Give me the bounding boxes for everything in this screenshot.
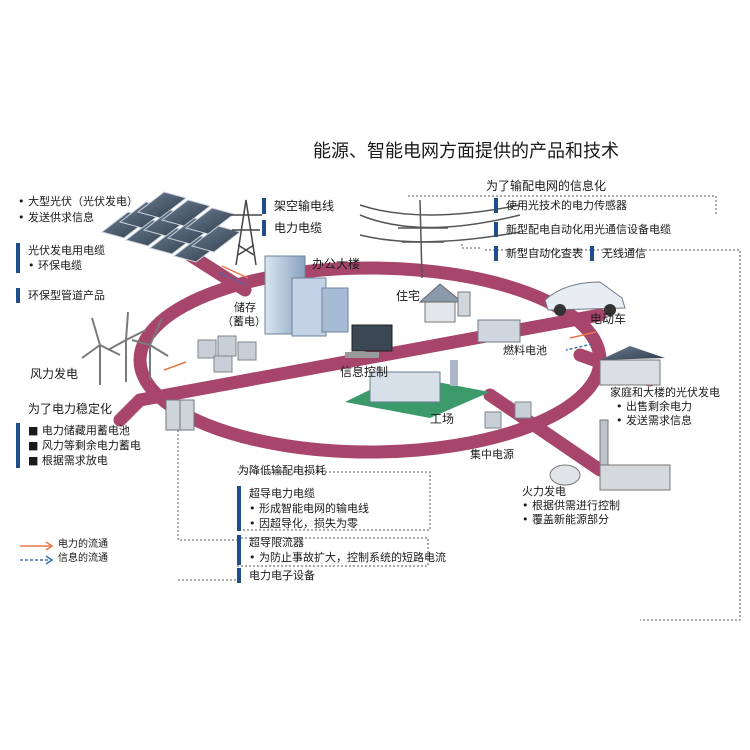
sc-cable-item-2: • 因超导化，损失为零 bbox=[249, 517, 358, 530]
electric-car bbox=[544, 281, 626, 316]
info-dist-item-3a: 新型自动化查表 bbox=[494, 246, 583, 261]
power-cable-item: 电力电缆 bbox=[262, 220, 322, 236]
office-buildings bbox=[264, 255, 349, 337]
info-control-label: 信息控制 bbox=[340, 365, 389, 379]
wind-label: 风力发电 bbox=[30, 367, 79, 381]
fuel-cell-label: 燃料电池 bbox=[503, 344, 547, 357]
thermal-item-2: • 覆盖新能源部分 bbox=[522, 513, 609, 526]
central-power-label: 集中电源 bbox=[470, 448, 514, 461]
transmission-tower bbox=[230, 199, 262, 266]
storage-tanks bbox=[197, 335, 257, 373]
battery-cabinets bbox=[165, 399, 195, 431]
household-pv-title: 家庭和大楼的光伏发电 bbox=[610, 386, 720, 399]
sc-cable-title: 超导电力电缆 bbox=[249, 487, 315, 500]
loss-title: 为降低输配电损耗 bbox=[238, 464, 326, 477]
storage-label-1: 储存 bbox=[234, 301, 256, 314]
storage-label-2: （蓄电） bbox=[222, 315, 266, 328]
info-dist-item-2: 新型配电自动化用光通信设备电缆 bbox=[494, 222, 671, 237]
limiter-box: 超导限流器 • 为防止事故扩大，控制系统的短路电流 bbox=[237, 535, 446, 565]
stability-title: 为了电力稳定化 bbox=[28, 402, 113, 416]
solar-farm bbox=[100, 191, 242, 263]
solar-line-1: • 大型光伏（光伏发电） bbox=[18, 195, 138, 208]
factory bbox=[345, 360, 490, 418]
ev-label: 电动车 bbox=[590, 312, 627, 326]
household-pv-item-1: • 出售剩余电力 bbox=[616, 400, 692, 413]
factory-label: 工场 bbox=[430, 412, 455, 426]
pv-cables-sub: • 环保电缆 bbox=[28, 259, 82, 272]
thermal-title: 火力发电 bbox=[522, 485, 566, 498]
stability-list: ■ 电力储藏用蓄电池 ■ 风力等剩余电力蓄电 ■ 根据需求放电 bbox=[16, 423, 141, 468]
thermal-plant bbox=[549, 419, 671, 491]
overhead-line-item: 架空输电线 bbox=[262, 198, 334, 214]
solar-line-2: • 发送供求信息 bbox=[18, 211, 94, 224]
homes-with-pv bbox=[599, 346, 665, 386]
stability-item-1: ■ 电力储藏用蓄电池 bbox=[28, 424, 130, 437]
legend-arrows bbox=[20, 541, 54, 565]
pv-cables-box: 光伏发电用电缆 • 环保电缆 bbox=[16, 243, 105, 273]
pv-cables-title: 光伏发电用电缆 bbox=[28, 244, 105, 257]
stability-item-3: ■ 根据需求放电 bbox=[28, 454, 108, 467]
info-dist-title: 为了输配电网的信息化 bbox=[486, 179, 607, 193]
wind-turbines bbox=[81, 311, 169, 385]
sc-cable-box: 超导电力电缆 • 形成智能电网的输电线 • 因超导化，损失为零 bbox=[237, 486, 369, 531]
power-electronics-item: 电力电子设备 bbox=[237, 568, 315, 583]
household-pv-item-2: • 发送需求信息 bbox=[616, 414, 692, 427]
thermal-item-1: • 根据供需进行控制 bbox=[522, 499, 620, 512]
dotted-connectors bbox=[176, 195, 741, 621]
sc-cable-item-1: • 形成智能电网的输电线 bbox=[249, 502, 369, 515]
fuel-cell-unit bbox=[477, 319, 521, 343]
flow-arrows bbox=[163, 265, 597, 371]
legend-info-label: 信息的流通 bbox=[58, 553, 108, 564]
stability-item-2: ■ 风力等剩余电力蓄电 bbox=[28, 439, 141, 452]
office-label: 办公大楼 bbox=[312, 257, 361, 271]
transformers bbox=[484, 401, 532, 429]
limiter-item-1: • 为防止事故扩大，控制系统的短路电流 bbox=[249, 551, 446, 564]
info-dist-item-3b: 无线通信 bbox=[590, 246, 646, 261]
info-dist-item-1: 使用光技术的电力传感器 bbox=[494, 198, 627, 213]
legend-power-label: 电力的流通 bbox=[58, 539, 108, 550]
computer bbox=[345, 324, 393, 358]
eco-pipe-item: 环保型管道产品 bbox=[16, 288, 105, 303]
residence-label: 住宅 bbox=[396, 289, 421, 303]
page-title: 能源、智能电网方面提供的产品和技术 bbox=[313, 141, 619, 162]
residence-house bbox=[418, 283, 471, 323]
limiter-title: 超导限流器 bbox=[249, 536, 304, 549]
